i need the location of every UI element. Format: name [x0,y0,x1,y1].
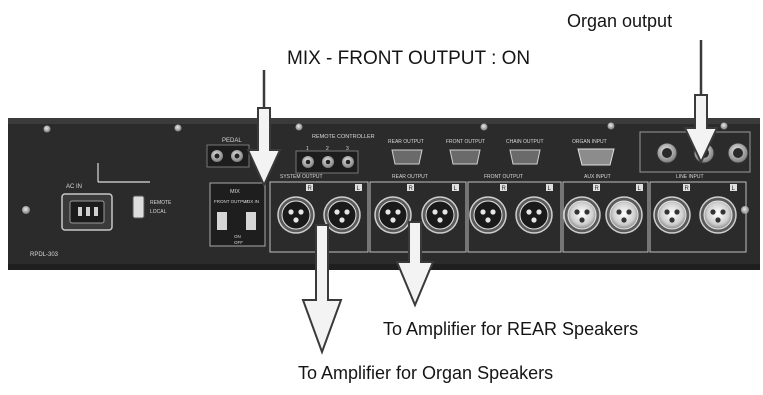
chain-output-port-label: CHAIN OUTPUT [506,139,544,145]
organ-input-port-label: ORGAN INPUT [572,139,607,145]
aux-input-l-xlr [606,197,642,233]
ch-mark-line-r: R [685,186,690,192]
pedal-label: PEDAL [222,138,242,144]
remote-controller-label: REMOTE CONTROLLER [312,134,375,140]
rear-output-r-xlr [375,197,411,233]
system-output-label: SYSTEM OUTPUT [280,174,323,180]
mix-on-label: ON [234,234,241,239]
ch-mark-rear-r: R [409,186,414,192]
ac-in-label: AC IN [66,184,82,190]
line-input-l-xlr [700,197,736,233]
model-label: RPDL-303 [30,252,59,258]
organ-speakers-callout: To Amplifier for Organ Speakers [298,364,553,382]
ch-mark-system-r: R [308,186,313,192]
mix-front-output-callout: MIX - FRONT OUTPUT : ON [287,49,530,68]
mix-title: MIX [230,189,240,195]
line-input-label: LINE INPUT [676,174,704,180]
mix-off-label: OFF [234,240,243,245]
system-output-l-xlr [324,197,360,233]
aux-input-r-xlr [564,197,600,233]
aux-input-label: AUX INPUT [584,174,611,180]
rear-output-xlr-label: REAR OUTPUT [392,174,428,180]
ch-mark-front-r: R [502,186,507,192]
organ-output-callout: Organ output [567,12,672,30]
switch-remote-label: REMOTE [150,200,172,206]
ch-mark-aux-r: R [595,186,600,192]
mix-switch-block: MIX FRONT OUTPUT AUX IN ON OFF [210,183,265,246]
system-output-r-xlr [278,197,314,233]
switch-local-label: LOCAL [150,209,167,215]
mix-right-label: AUX IN [244,199,259,204]
rear-output-port-label: REAR OUTPUT [388,139,424,145]
line-input-r-xlr [654,197,690,233]
front-output-r-xlr [470,197,506,233]
panel-body [8,118,760,270]
front-output-xlr-label: FRONT OUTPUT [484,174,523,180]
front-output-port-label: FRONT OUTPUT [446,139,485,145]
rear-speakers-callout: To Amplifier for REAR Speakers [383,320,638,338]
rear-output-l-xlr [422,197,458,233]
front-output-l-xlr [516,197,552,233]
